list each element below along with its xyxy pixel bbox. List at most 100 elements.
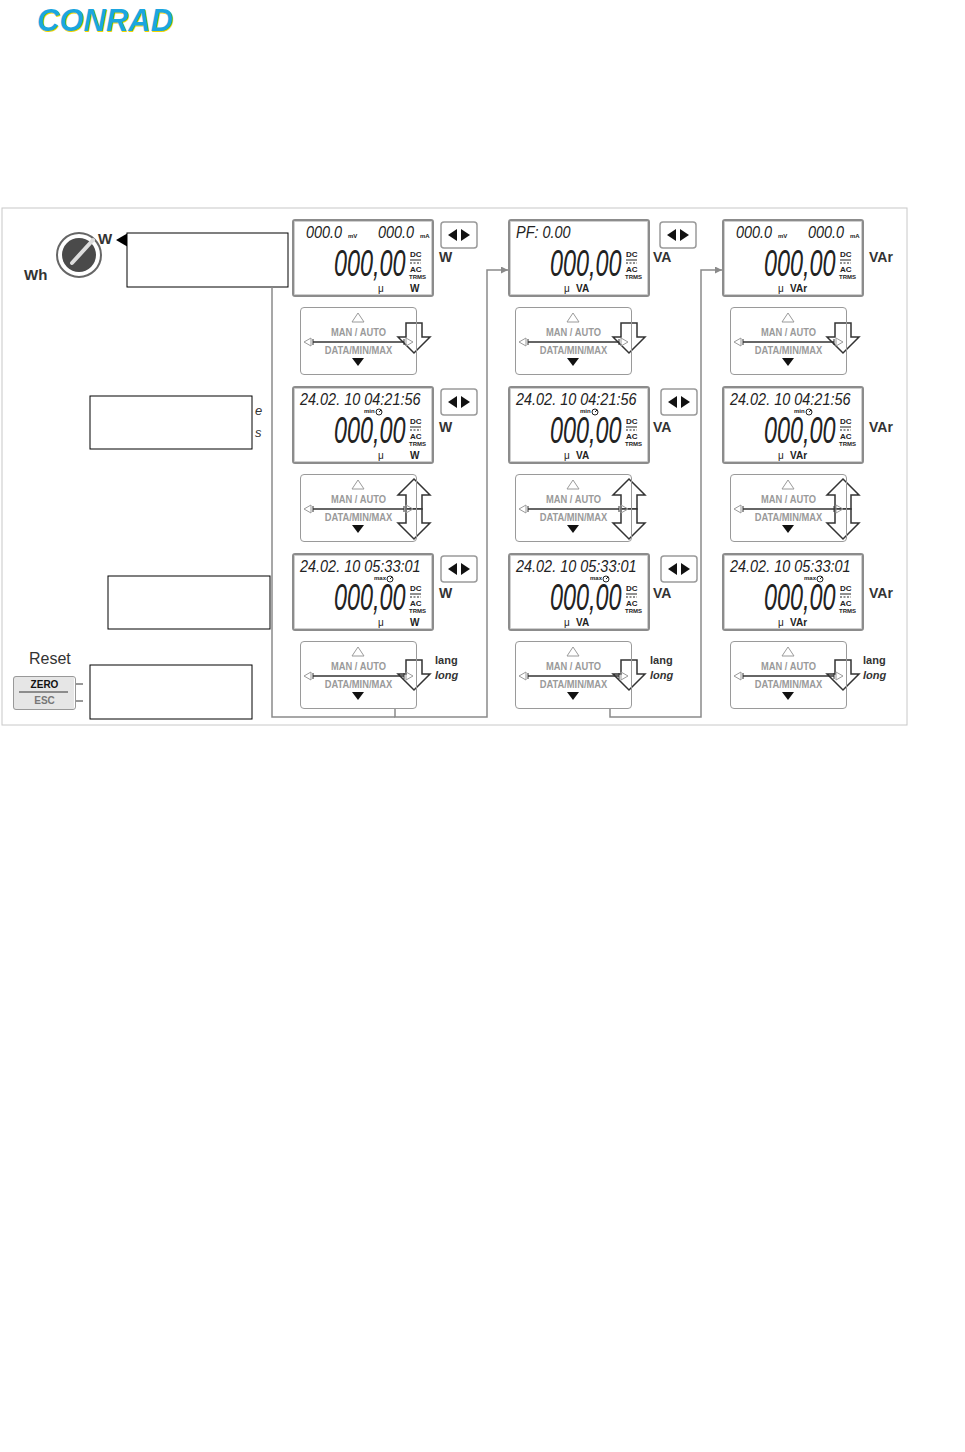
display-text: DC xyxy=(840,585,852,593)
display-text: AC xyxy=(626,600,638,608)
display-text: min xyxy=(364,408,375,415)
button-label: DATA/MIN/MAX xyxy=(525,345,623,356)
display-text: AC xyxy=(410,600,422,608)
display-text: 24.02. 10 04:21:56 xyxy=(730,391,851,408)
key-label: ESC xyxy=(14,695,75,706)
display-text: μ xyxy=(564,450,570,461)
function-button: MAN / AUTODATA/MIN/MAX xyxy=(300,307,417,375)
display-text: DC xyxy=(840,251,852,259)
clock-icon xyxy=(376,409,823,582)
partial-text: s xyxy=(255,425,262,440)
press-note: lang xyxy=(863,654,886,667)
function-button: MAN / AUTO DATA/MIN/MAX xyxy=(515,641,632,709)
unit-label: W xyxy=(439,419,452,436)
button-label: MAN / AUTO xyxy=(310,494,408,505)
switch-position: W xyxy=(98,230,112,247)
dc-symbol xyxy=(410,260,851,597)
display-text: VAr xyxy=(790,617,807,628)
function-button: MAN / AUTO DATA/MIN/MAX xyxy=(730,474,847,542)
display-text: TRMS xyxy=(839,441,856,447)
display-text: min xyxy=(580,408,591,415)
display-text: 000.0 xyxy=(378,224,414,241)
display-text: mA xyxy=(850,233,860,240)
display-text: 000,00 xyxy=(334,416,406,446)
display-text: μ xyxy=(778,450,784,461)
display-text: μ xyxy=(778,283,784,294)
display-text: 000,00 xyxy=(550,249,622,279)
display-text: TRMS xyxy=(409,274,426,280)
display-text: max xyxy=(590,575,602,582)
display-text: 000.0 xyxy=(808,224,844,241)
step-arrow xyxy=(398,323,859,690)
display-text: AC xyxy=(840,266,852,274)
display-text: VA xyxy=(576,617,589,628)
unit-label: VA xyxy=(653,419,671,436)
display-text: mV xyxy=(348,233,357,240)
display-text: μ xyxy=(564,283,570,294)
display-text: DC xyxy=(626,251,638,259)
display-text: W xyxy=(410,617,419,628)
button-label: MAN / AUTO xyxy=(525,661,623,672)
switch-position: Wh xyxy=(24,266,47,283)
press-note: long xyxy=(863,669,886,682)
button-label: DATA/MIN/MAX xyxy=(740,512,838,523)
button-label: MAN / AUTO xyxy=(740,327,838,338)
key-label: ZERO xyxy=(14,679,75,690)
display-text: W xyxy=(410,283,419,294)
lcd-display: 000.0mV000.0mA000,00DCACTRMSμW xyxy=(292,219,434,297)
button-label: MAN / AUTO xyxy=(740,661,838,672)
display-text: μ xyxy=(378,450,384,461)
press-note: lang xyxy=(435,654,458,667)
display-text: TRMS xyxy=(625,441,642,447)
press-note: long xyxy=(435,669,458,682)
lcd-display: PF: 0.00000,00DCACTRMSμVA xyxy=(508,219,650,297)
unit-label: VA xyxy=(653,249,671,266)
unit-label: VAr xyxy=(869,585,893,602)
lcd-display: 000.0mV000.0mA000,00DCACTRMSμVAr xyxy=(722,219,864,297)
function-button: MAN / AUTODATA/MIN/MAX xyxy=(300,641,417,709)
press-note: lang xyxy=(650,654,673,667)
zero-esc-key xyxy=(13,676,74,710)
flow-connector xyxy=(395,270,508,717)
button-label: DATA/MIN/MAX xyxy=(740,679,838,690)
button-label: DATA/MIN/MAX xyxy=(310,345,408,356)
rotary-switch xyxy=(57,233,101,277)
display-text: DC xyxy=(840,418,852,426)
display-text: 000,00 xyxy=(550,583,622,613)
display-text: PF: 0.00 xyxy=(516,224,571,241)
diagram-frame xyxy=(2,208,907,725)
display-text: 000.0 xyxy=(306,224,342,241)
press-note: long xyxy=(650,669,673,682)
unit-label: W xyxy=(439,585,452,602)
display-text: 24.02. 10 05:33:01 xyxy=(730,558,851,575)
display-text: DC xyxy=(626,585,638,593)
display-text: 24.02. 10 04:21:56 xyxy=(300,391,421,408)
display-text: μ xyxy=(378,617,384,628)
button-label: MAN / AUTO xyxy=(310,661,408,672)
unit-label: VAr xyxy=(869,249,893,266)
function-button: MAN / AUTO DATA/MIN/MAX xyxy=(515,307,632,375)
display-text: AC xyxy=(410,433,422,441)
display-text: μ xyxy=(564,617,570,628)
display-text: VA xyxy=(576,450,589,461)
brand-logo: CONRAD xyxy=(37,4,173,38)
display-text: VAr xyxy=(790,450,807,461)
display-text: min xyxy=(794,408,805,415)
display-text: μ xyxy=(778,617,784,628)
display-text: mA xyxy=(420,233,430,240)
button-label: MAN / AUTO xyxy=(740,494,838,505)
display-text: AC xyxy=(840,433,852,441)
display-text: DC xyxy=(410,585,422,593)
flow-connector xyxy=(610,270,722,717)
display-text: 000,00 xyxy=(334,249,406,279)
partial-text: e xyxy=(255,403,262,418)
display-text: 000,00 xyxy=(334,583,406,613)
button-label: DATA/MIN/MAX xyxy=(525,679,623,690)
display-text: TRMS xyxy=(625,608,642,614)
unit-label: W xyxy=(439,249,452,266)
button-label: MAN / AUTO xyxy=(525,327,623,338)
display-text: DC xyxy=(410,251,422,259)
lcd-display: 24.02. 10 05:33:01max000,00DCACTRMSμVAr xyxy=(722,553,864,631)
